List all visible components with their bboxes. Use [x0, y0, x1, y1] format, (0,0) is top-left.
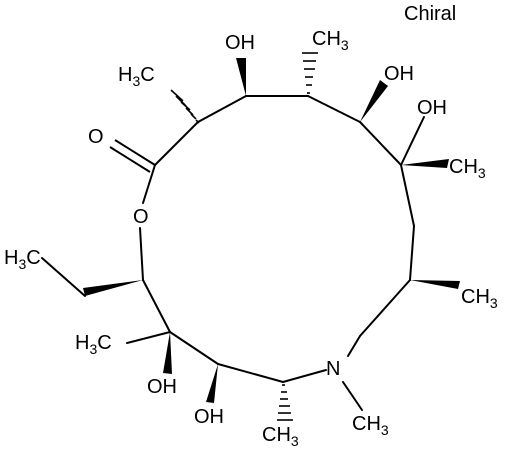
wedge-c13-ethyl	[83, 280, 143, 296]
methyl-right-lower-label: CH3	[461, 286, 498, 311]
bond-c1-c2	[154, 121, 199, 166]
bond-c12-c13	[142, 279, 171, 333]
oh-bottom-left-label: OH	[147, 376, 177, 398]
bond-n-methyl	[342, 381, 363, 411]
n-methyl-label: CH3	[352, 413, 389, 438]
ring-oxygen-label: O	[133, 206, 149, 228]
wedge-c6-methyl	[401, 159, 449, 168]
chiral-label: Chiral	[404, 3, 457, 25]
carbonyl-double-bond	[109, 139, 156, 173]
oh-right-upper-label: OH	[384, 63, 414, 85]
methyl-right-upper-label: CH3	[449, 156, 486, 181]
oh-top-label: OH	[225, 32, 255, 54]
bond-c10-c11	[217, 363, 284, 383]
wedge-c8-methyl	[410, 280, 460, 289]
oh-bottom-label: OH	[194, 406, 224, 428]
oh-right-quaternary-label: OH	[417, 97, 447, 119]
bond-c12-methyl	[126, 331, 171, 344]
methyl-bottom-label: CH3	[262, 424, 299, 449]
methyl-bottom-left-label: H3C	[75, 332, 112, 357]
wedge-bonds	[83, 58, 460, 403]
bond-o-c1	[142, 164, 156, 204]
bond-c2-c3	[197, 95, 247, 123]
ring-bonds	[139, 95, 415, 383]
wedge-c3-oh	[236, 58, 246, 96]
hash-c2-methyl	[170, 89, 200, 124]
ethyl-label: H3C	[4, 247, 41, 272]
hash-c4-methyl	[302, 52, 318, 94]
bond-c11-c12	[169, 331, 219, 365]
bond-c8-c9	[359, 279, 411, 337]
bond-c7-c8	[409, 225, 415, 281]
bond-c13-o	[139, 227, 144, 281]
substituent-bonds	[41, 116, 425, 411]
bond-c6-oh	[400, 116, 425, 166]
wedge-c11-oh	[206, 364, 218, 403]
bond-c6-c7	[400, 164, 415, 227]
ring-nitrogen-label: N	[326, 358, 340, 380]
carbonyl-oxygen-label: O	[88, 126, 104, 148]
bond-n-c10	[282, 369, 327, 383]
bond-c5-c6	[359, 121, 402, 166]
bond-c9-n	[347, 335, 361, 357]
bond-c4-c5	[307, 95, 361, 123]
atom-labels: O O N OH OH OH OH OH H3C CH3 CH3 CH3 H3C…	[4, 28, 498, 449]
bond-ethyl	[41, 257, 86, 297]
hash-c10-methyl	[277, 384, 293, 421]
hashed-bonds	[170, 52, 318, 421]
wedge-c12-oh	[163, 332, 172, 374]
methyl-top-label: CH3	[312, 28, 349, 53]
methyl-upper-left-label: H3C	[118, 64, 155, 89]
wedge-c5-oh	[360, 80, 388, 122]
